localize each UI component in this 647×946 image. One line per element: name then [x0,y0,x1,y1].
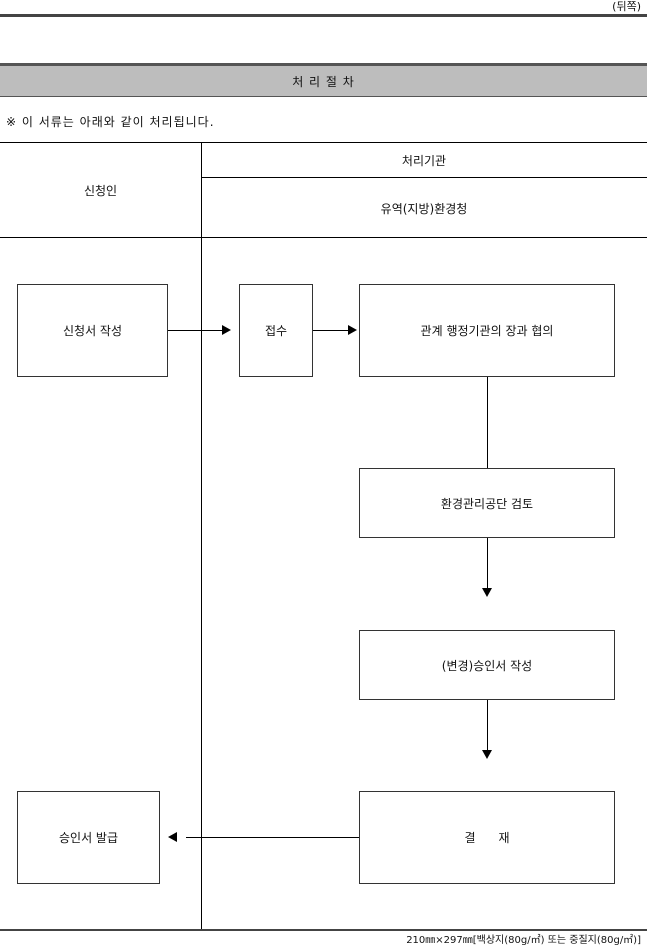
connector-consultation-to-review [487,377,488,468]
connector-decision-to-issue [186,837,359,838]
top-rule [0,14,647,17]
note-text: ※ 이 서류는 아래와 같이 처리됩니다. [6,115,215,129]
arrow-right-icon [222,325,231,335]
step-write-approval-label: (변경)승인서 작성 [441,658,533,673]
arrow-right-icon [348,325,357,335]
step-review: 환경관리공단 검토 [359,468,615,538]
step-receipt-label: 접수 [264,324,288,338]
step-review-label: 환경관리공단 검토 [440,496,534,511]
section-title: 처 리 절 차 [292,75,355,89]
bottom-rule [0,929,647,931]
connector-application-to-receipt [168,330,223,331]
arrow-down-icon [482,588,492,597]
page-side-label: (뒤쪽) [612,0,641,13]
step-decision-label: 결 재 [464,831,510,845]
header-bottom-line [0,237,647,238]
table-top-line [0,142,647,143]
step-issue-approval: 승인서 발급 [17,791,160,884]
connector-receipt-to-consultation [313,330,349,331]
connector-approval-to-decision [487,700,488,750]
step-receipt: 접수 [239,284,313,377]
step-consultation-label: 관계 행정기관의 장과 협의 [420,324,554,338]
step-write-application: 신청서 작성 [17,284,168,377]
step-decision: 결 재 [359,791,615,884]
column-applicant: 신청인 [83,184,118,198]
column-divider [201,142,202,930]
section-header-bar: 처 리 절 차 [0,63,647,97]
column-agency-name: 유역(지방)환경청 [380,202,468,216]
connector-review-to-approval [487,538,488,588]
step-issue-approval-label: 승인서 발급 [58,831,118,845]
step-write-approval: (변경)승인서 작성 [359,630,615,700]
step-write-application-label: 신청서 작성 [62,324,122,338]
column-processing-agency: 처리기관 [401,154,447,168]
arrow-down-icon [482,750,492,759]
step-consultation: 관계 행정기관의 장과 협의 [359,284,615,377]
agency-divider-line [201,177,647,178]
arrow-left-icon [168,832,177,842]
paper-spec-footer: 210㎜×297㎜[백상지(80g/㎡) 또는 중질지(80g/㎡)] [406,935,641,946]
